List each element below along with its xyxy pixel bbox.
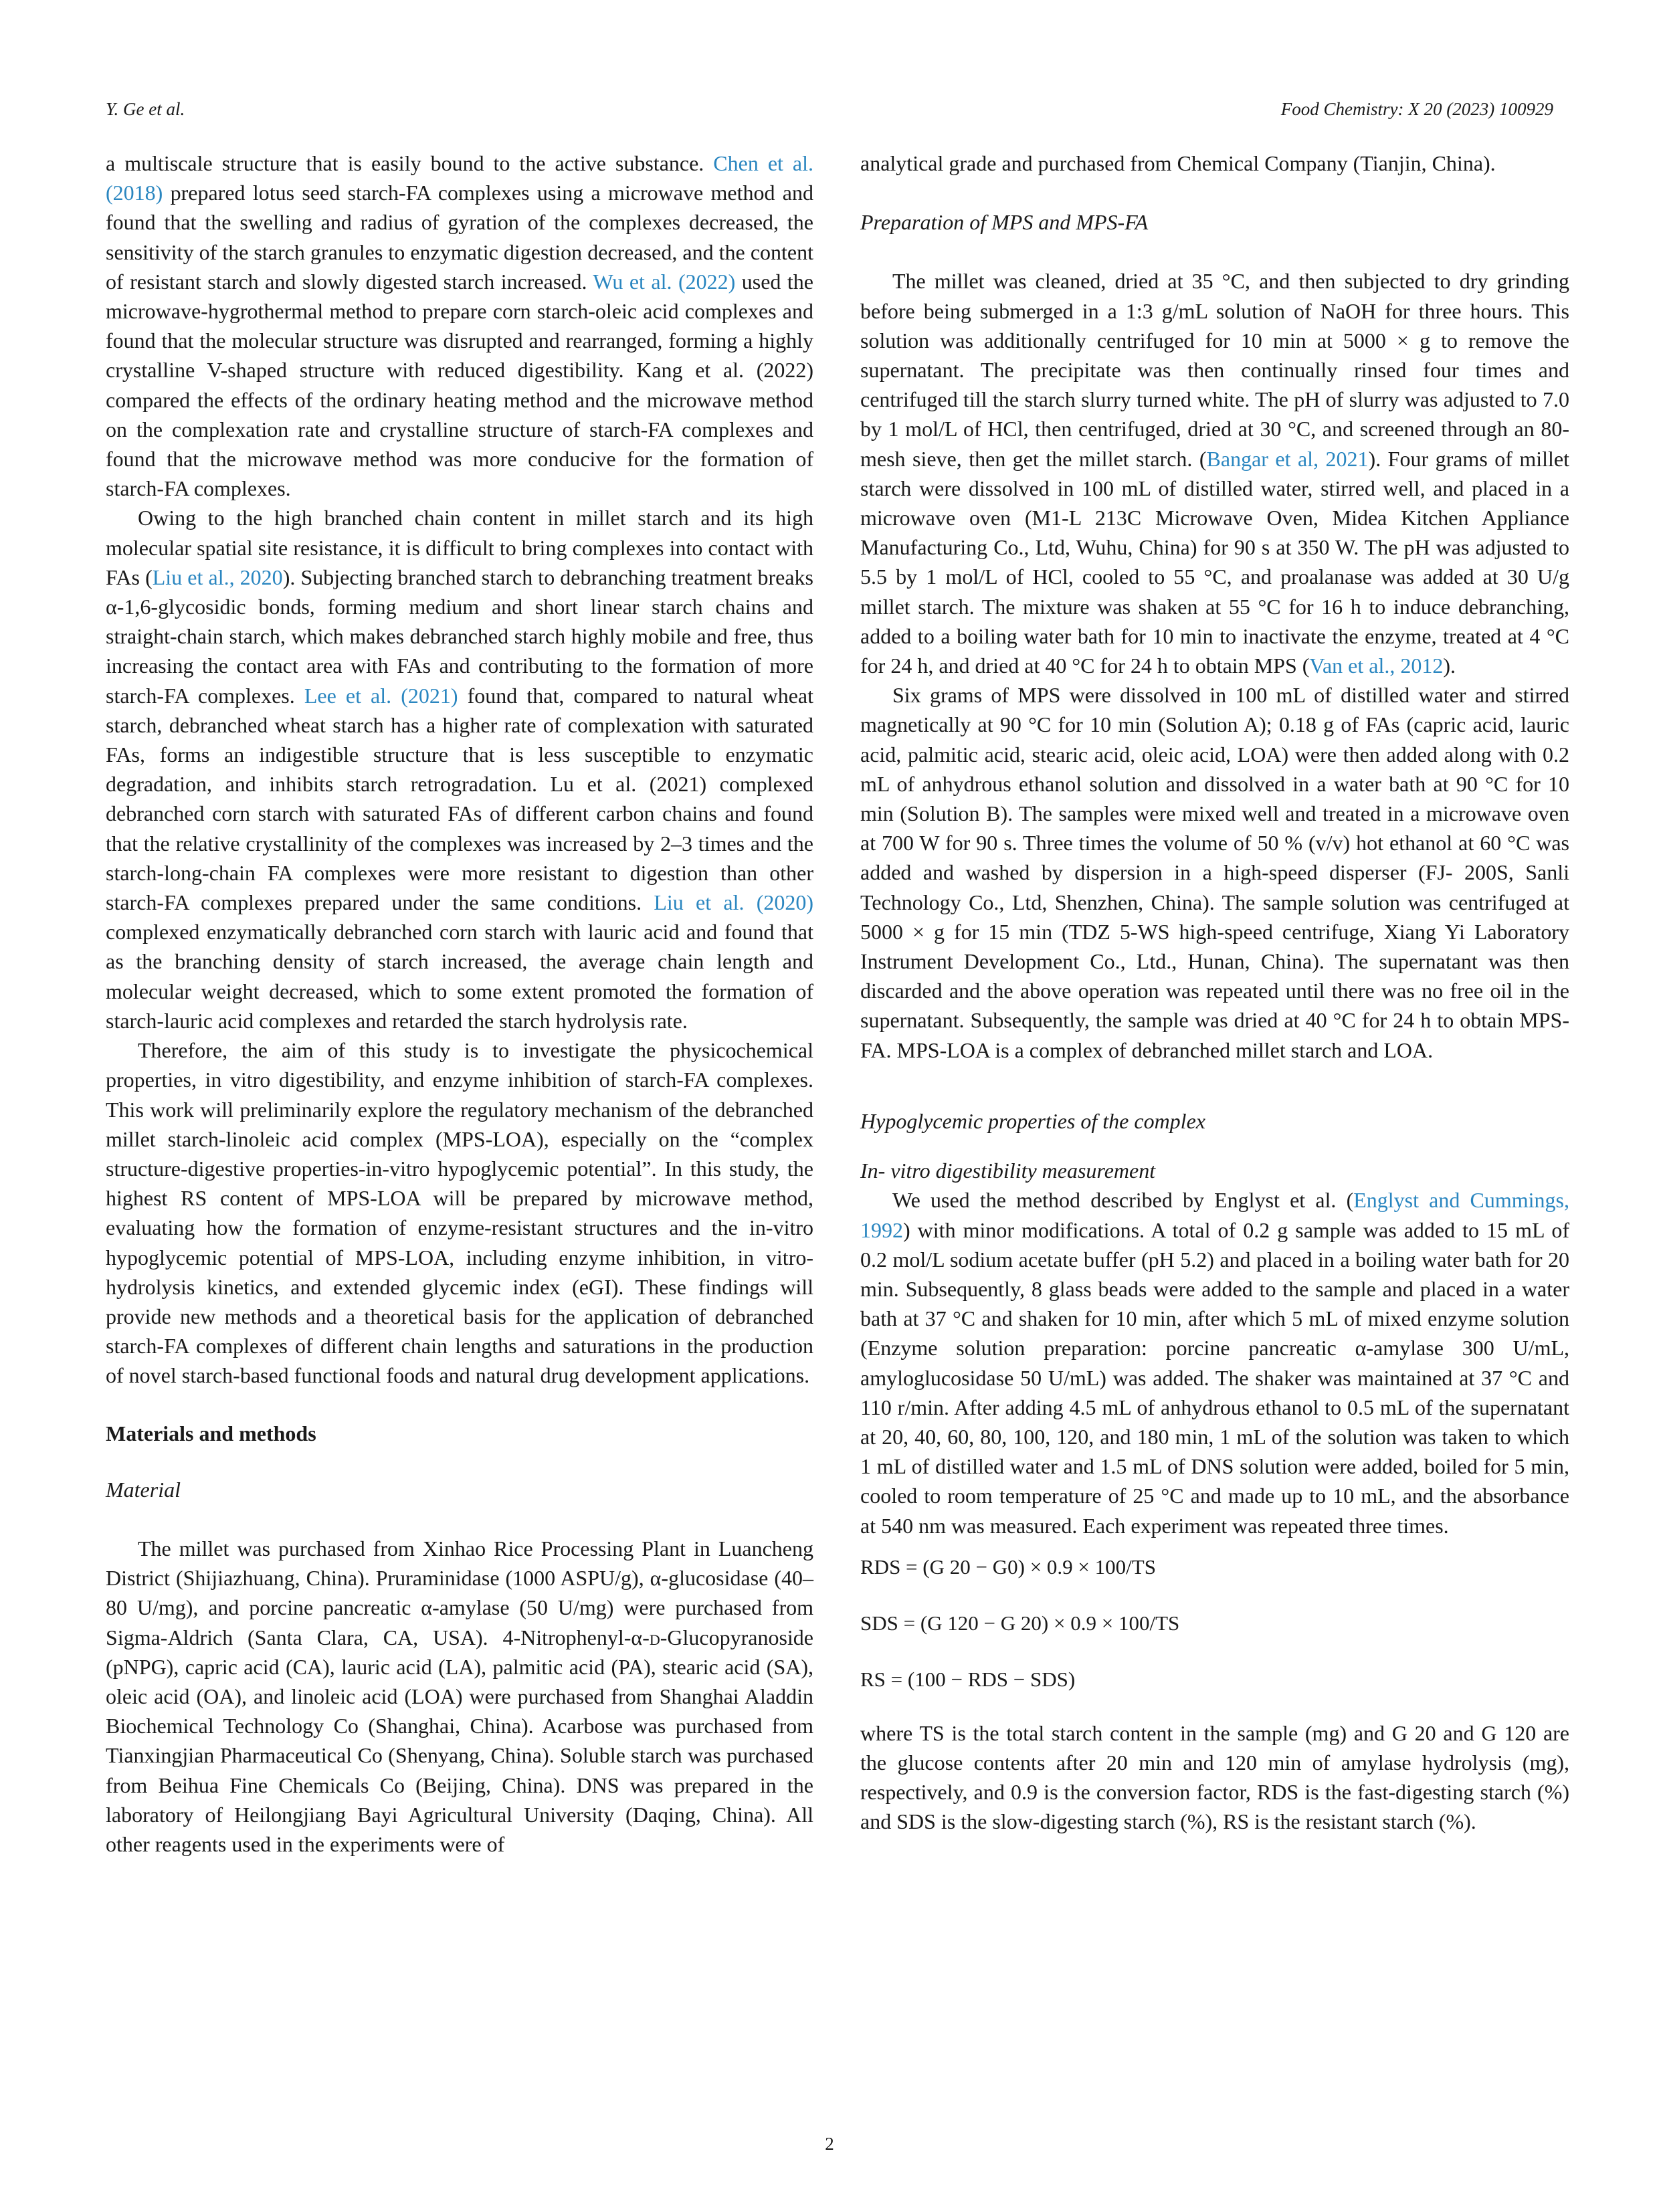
left-column: a multiscale structure that is easily bo… (106, 148, 813, 1859)
subsection-heading-material: Material (106, 1477, 181, 1502)
citation-link[interactable]: Lee et al. (2021) (304, 683, 458, 708)
citation-link[interactable]: Liu et al. (2020) (654, 890, 814, 915)
subsection-heading-hypoglycemic: Hypoglycemic properties of the complex (860, 1108, 1205, 1133)
paragraph-preparation-mps-fa: Six grams of MPS were dissolved in 100 m… (860, 683, 1569, 1062)
equation-rs: RS = (100 − RDS − SDS) (860, 1667, 1076, 1691)
citation-link[interactable]: Van et al., 2012 (1309, 653, 1444, 678)
paragraph-digestibility-method: We used the method described by Englyst … (860, 1188, 1570, 1538)
paragraph-preparation-mps: The millet was cleaned, dried at 35 °C, … (860, 269, 1570, 678)
paragraph-microwave-studies: a multiscale structure that is easily bo… (106, 151, 814, 501)
paragraph-reagent-grade: analytical grade and purchased from Chem… (860, 151, 1496, 175)
equation-sds: SDS = (G 120 − G 20) × 0.9 × 100/TS (860, 1611, 1180, 1635)
citation-link[interactable]: Bangar et al, 2021 (1206, 446, 1369, 471)
right-column: analytical grade and purchased from Chem… (860, 148, 1569, 1837)
citation-link[interactable]: Liu et al., 2020 (152, 565, 283, 589)
paragraph-material: The millet was purchased from Xinhao Ric… (106, 1536, 813, 1856)
section-heading-materials-methods: Materials and methods (106, 1421, 316, 1445)
citation-link[interactable]: Englyst and Cummings, 1992 (860, 1188, 1570, 1242)
page-number: 2 (825, 2134, 834, 2154)
citation-link[interactable]: Wu et al. (2022) (593, 269, 736, 294)
equation-rds: RDS = (G 20 − G0) × 0.9 × 100/TS (860, 1554, 1156, 1579)
running-header-authors: Y. Ge et al. (106, 99, 185, 119)
subsubsection-heading-in-vitro: In- vitro digestibility measurement (860, 1159, 1156, 1183)
running-header-journal: Food Chemistry: X 20 (2023) 100929 (1280, 99, 1553, 119)
paragraph-debranching: Owing to the high branched chain content… (106, 506, 814, 1033)
subsection-heading-preparation: Preparation of MPS and MPS-FA (860, 210, 1149, 235)
paragraph-equation-definitions: where TS is the total starch content in … (860, 1720, 1569, 1834)
paragraph-aim: Therefore, the aim of this study is to i… (106, 1038, 813, 1388)
citation-link[interactable]: Chen et al. (2018) (106, 151, 814, 205)
